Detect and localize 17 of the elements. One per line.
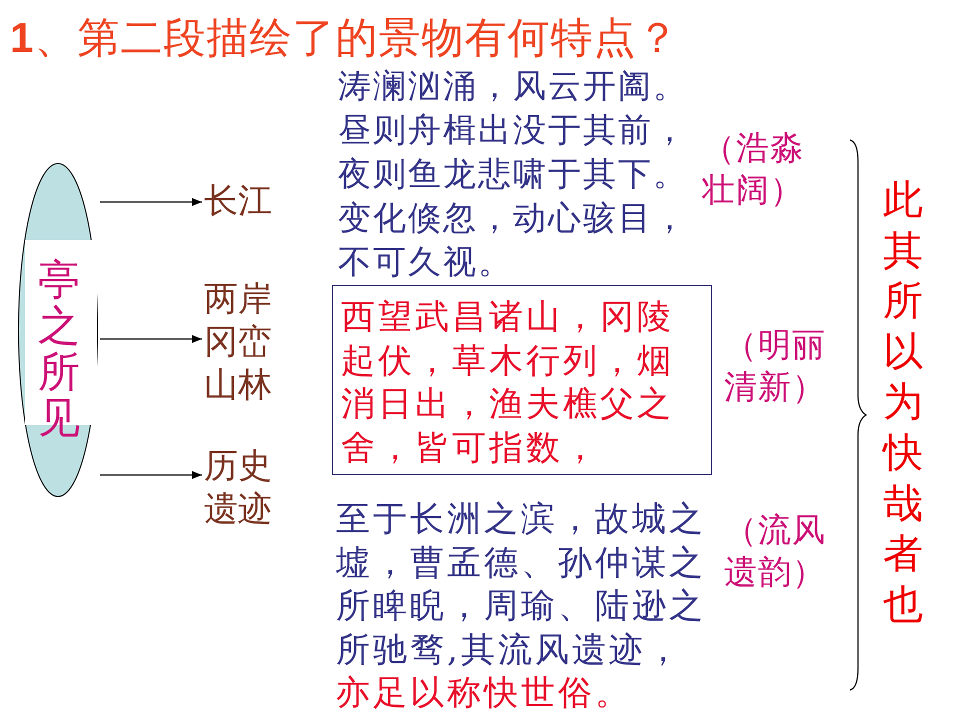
text-box: 西望武昌诸山，冈陵起伏，草木行列，烟消日出，渔夫樵父之舍，皆可指数，	[332, 285, 712, 475]
note-text: （明丽清新）	[724, 324, 827, 408]
note-text: （浩淼壮阔）	[702, 127, 805, 211]
paragraph-text: 涛澜汹涌，风云开阖。昼则舟楫出没于其前，夜则鱼龙悲啸于其下。变化倏忽，动心骇目，不可久视。	[338, 65, 689, 283]
node-label: 亭之所见	[38, 257, 81, 441]
topic-label: 历史遗迹	[204, 445, 278, 532]
topic-label: 长江	[204, 180, 278, 224]
arrow	[100, 198, 202, 206]
topic-label: 两岸冈峦山林	[204, 278, 278, 408]
note-text: （流风遗韵）	[724, 509, 827, 593]
ellipse	[18, 163, 98, 497]
arrow	[100, 471, 202, 479]
title: 1、第二段描绘了的景物有何特点？	[10, 12, 680, 64]
paragraph-text: 至于长洲之滨，故城之墟，曹孟德、孙仲谋之所睥睨，周瑜、陆逊之所驰骛,其流风遗迹，	[336, 498, 707, 672]
arrow	[100, 335, 202, 343]
vertical-text: 此其所以为快哉者也	[883, 176, 924, 630]
paragraph-text: 亦足以称快世俗。	[336, 672, 633, 715]
